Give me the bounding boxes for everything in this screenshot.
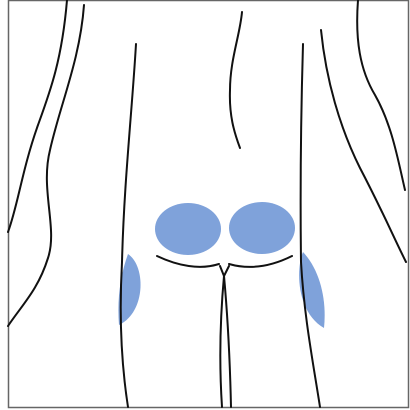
- spine-line: [230, 12, 242, 148]
- upper-left-buttock-region: [155, 203, 221, 255]
- inner-left-leg-line: [220, 276, 224, 407]
- left-torso-side-line: [121, 44, 136, 407]
- right-gluteal-fold: [229, 256, 292, 267]
- body-outline: [8, 0, 406, 407]
- upper-right-buttock-region: [229, 202, 295, 254]
- left-gluteal-fold: [157, 256, 219, 267]
- inner-right-leg-line: [224, 276, 231, 407]
- frame-border: [9, 1, 409, 408]
- left-arm-inner-line: [8, 5, 84, 326]
- right-arm-inner-line: [357, 0, 405, 190]
- gluteal-cleft: [220, 266, 229, 276]
- right-torso-side-line: [301, 44, 320, 407]
